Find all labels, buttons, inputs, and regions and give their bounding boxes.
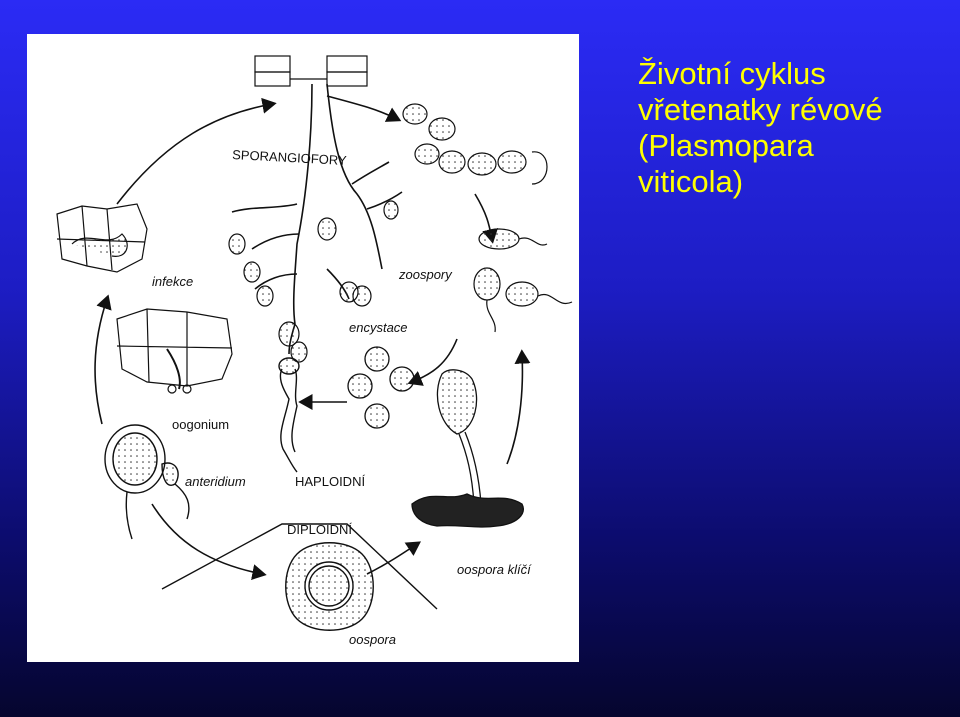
- label-haploid: HAPLOIDNÍ: [295, 474, 365, 489]
- zoospores: [473, 228, 573, 333]
- label-antheridium: anteridium: [185, 474, 246, 489]
- sporangiophore: [231, 83, 403, 355]
- label-oospore: oospora: [349, 632, 396, 647]
- label-diploid: DIPLOIDNÍ: [287, 522, 352, 537]
- infected-tissue-upper: [56, 203, 148, 273]
- slide-title: Životní cyklus vřetenatky révové (Plasmo…: [638, 56, 948, 200]
- diploid-triangle: [161, 523, 438, 610]
- host-cells-top: [254, 55, 368, 87]
- arrow-right-lower: [506, 349, 531, 465]
- label-sporangiophore: SPORANGIOFORY: [232, 147, 348, 168]
- arrow-top-left: [116, 97, 277, 205]
- label-oogonium: oogonium: [172, 417, 229, 432]
- sporangia-release: [402, 103, 548, 185]
- title-line-4: viticola): [638, 164, 744, 199]
- label-encystment: encystace: [349, 320, 408, 335]
- title-line-1: Životní cyklus: [638, 56, 826, 91]
- label-zoospores: zoospory: [398, 267, 453, 282]
- germinating-oospore: [411, 369, 524, 528]
- infected-tissue-lower: [116, 308, 233, 394]
- arrow-top-right: [326, 95, 402, 122]
- arrow-left: [94, 294, 112, 425]
- life-cycle-diagram: SPORANGIOFORY infekce zoospory encystace…: [56, 55, 573, 647]
- life-cycle-figure: SPORANGIOFORY infekce zoospory encystace…: [27, 34, 579, 662]
- oogonium: [104, 424, 190, 540]
- label-oospore-germinating: oospora klíčí: [457, 562, 532, 577]
- title-line-2: vřetenatky révové: [638, 92, 883, 127]
- encysted-spores: [347, 346, 415, 429]
- arrow-bottom-right: [366, 541, 421, 575]
- arrow-encystment: [407, 338, 458, 386]
- sporangia: [228, 200, 399, 363]
- arrow-bottom-left: [151, 503, 267, 580]
- oospore-drawing: [285, 542, 374, 631]
- label-infection: infekce: [152, 274, 193, 289]
- title-line-3: (Plasmopara: [638, 128, 814, 163]
- germ-tube: [278, 357, 300, 473]
